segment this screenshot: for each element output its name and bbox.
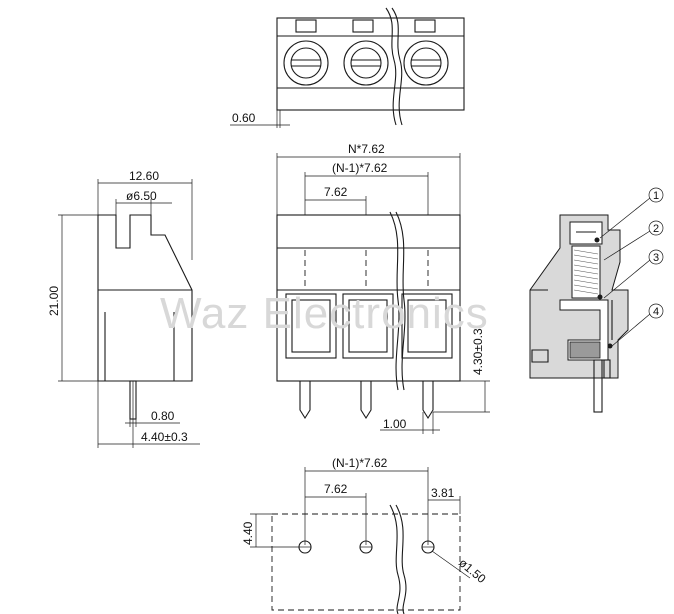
callout-4: 4 (653, 306, 659, 318)
dim-pin-spacing: 4.40±0.3 (141, 430, 188, 444)
screw-head-2 (343, 40, 389, 86)
dim-overall-width: N*7.62 (348, 142, 385, 156)
screw-head-1 (283, 40, 329, 86)
dim-pin-length: 4.30±0.3 (471, 328, 485, 375)
dim-pcb-edge: 3.81 (431, 486, 455, 500)
pcb-layout: (N-1)*7.62 7.62 3.81 4.40 ø1.50 (241, 456, 489, 614)
callouts: 1 2 3 4 (599, 187, 664, 347)
dim-pcb-hole: ø1.50 (456, 556, 489, 587)
spring-coil (573, 249, 599, 295)
dim-hole-dia: ø6.50 (126, 189, 157, 203)
dim-pin-thickness: 1.00 (383, 417, 407, 431)
dim-top-offset: 0.60 (232, 111, 256, 125)
top-view: 0.60 (230, 7, 465, 128)
front-view: N*7.62 (N-1)*7.62 7.62 4.30±0. (276, 142, 490, 434)
dim-inner-span: (N-1)*7.62 (332, 161, 388, 175)
screw-head-3 (403, 40, 449, 86)
section-view (529, 214, 629, 413)
dim-pcb-pitch: 7.62 (324, 482, 348, 496)
callout-1: 1 (653, 190, 659, 202)
dim-pcb-row: 4.40 (241, 521, 255, 545)
callout-2: 2 (653, 223, 659, 235)
dim-pitch: 7.62 (324, 185, 348, 199)
side-view: 12.60 ø6.50 21.00 0.80 4.40±0.3 (47, 169, 200, 448)
callout-3: 3 (653, 252, 659, 264)
watermark-text: Waz Electronics (160, 289, 489, 338)
dim-pin-width: 0.80 (151, 409, 175, 423)
dim-height: 21.00 (47, 286, 61, 316)
dim-pcb-span: (N-1)*7.62 (332, 456, 388, 470)
dim-side-width: 12.60 (129, 169, 159, 183)
